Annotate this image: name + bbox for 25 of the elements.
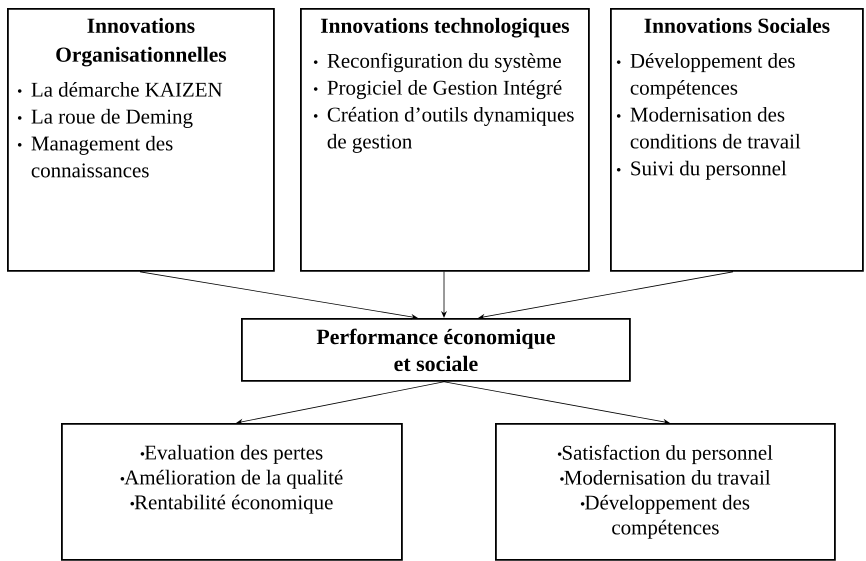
list-item: Développement des compétences [585,494,750,539]
list-item: La démarche KAIZEN [32,82,222,97]
list-item: Modernisation des conditions de travail [630,106,800,149]
list-item: Management des connaissances [32,136,172,178]
list-item: Suivi du personnel [631,160,786,180]
text-box [610,8,864,272]
list-item: Reconfiguration du système [328,52,561,72]
list-item: La roue de Deming [32,108,193,128]
list-item: Progiciel de Gestion Intégré [328,80,562,100]
list-item: Satisfaction du personnel [562,444,773,464]
text-box [300,8,590,272]
text-box [495,423,836,561]
text-box [7,8,275,272]
list-item: Amélioration de la qualité [124,470,343,489]
box-heading: Performance économique et sociale [316,328,555,372]
list-item: Rentabilité économique [134,494,333,514]
box-heading: Innovations Sociales [644,18,830,33]
text-box [61,423,403,561]
list-item: Développement des compétences [630,53,795,99]
box-heading: Innovations Organisationnelles [56,18,226,66]
list-item: Evaluation des pertes [144,444,322,464]
box-heading: Innovations technologiques [320,18,570,38]
text-box [241,318,631,382]
list-item: Modernisation du travail [564,470,770,485]
list-item: Création d’outils dynamiques de gestion [328,106,574,153]
